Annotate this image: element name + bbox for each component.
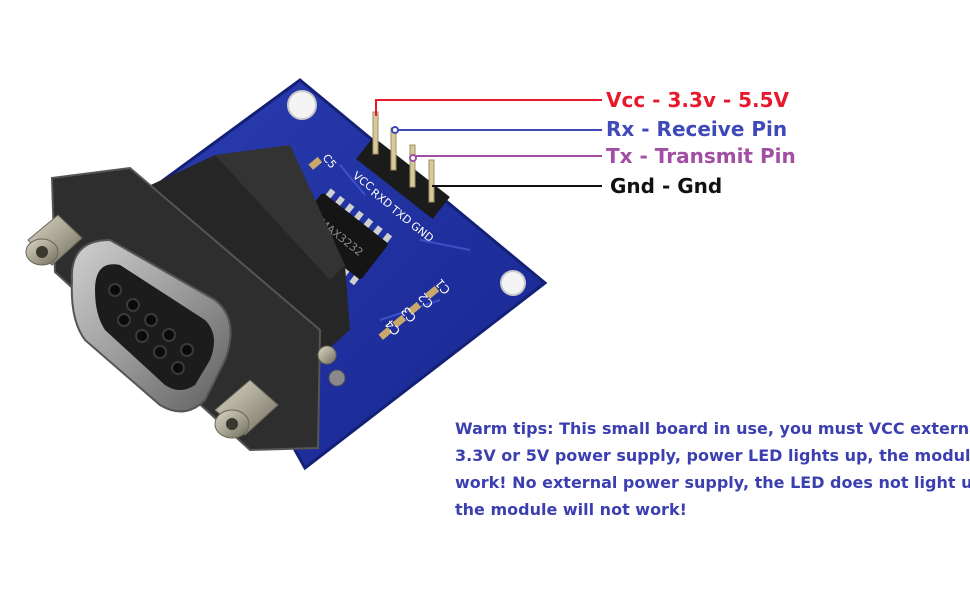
label-tx-desc: Transmit Pin [654,144,796,168]
label-gnd: Gnd - Gnd [610,174,722,198]
label-rx: Rx - Receive Pin [606,117,787,141]
label-vcc-pin: Vcc [606,88,646,112]
mount-hole-right [500,270,526,296]
label-rx-pin: Rx [606,117,635,141]
warm-tips: Warm tips: This small board in use, you … [455,415,970,523]
label-gnd-pin: Gnd [610,174,655,198]
tips-line-3: work! No external power supply, the LED … [455,473,970,492]
standoff-right [214,379,279,439]
label-vcc-sep: - [645,88,668,112]
leader-tx [412,155,602,160]
pin-header [356,111,450,220]
tips-line-1: Warm tips: This small board in use, you … [455,419,970,438]
pin-leader-lines [375,99,602,187]
db9-socket-holes [108,283,194,375]
leader-vcc [375,99,602,116]
label-vcc-desc: 3.3v - 5.5V [667,88,790,112]
standoff-left [25,214,83,266]
label-gnd-sep: - [654,174,678,198]
label-tx-sep: - [632,144,655,168]
label-tx-pin: Tx [606,144,633,168]
label-rx-sep: - [634,117,657,141]
db9-connector [25,145,350,452]
label-rx-desc: Receive Pin [656,117,788,141]
label-vcc: Vcc - 3.3v - 5.5V [606,88,789,112]
label-tx: Tx - Transmit Pin [606,144,796,168]
tips-line-4: the module will not work! [455,500,687,519]
tips-line-2: 3.3V or 5V power supply, power LED light… [455,446,970,465]
mount-hole-top [287,90,317,120]
label-gnd-desc: Gnd [677,174,723,198]
